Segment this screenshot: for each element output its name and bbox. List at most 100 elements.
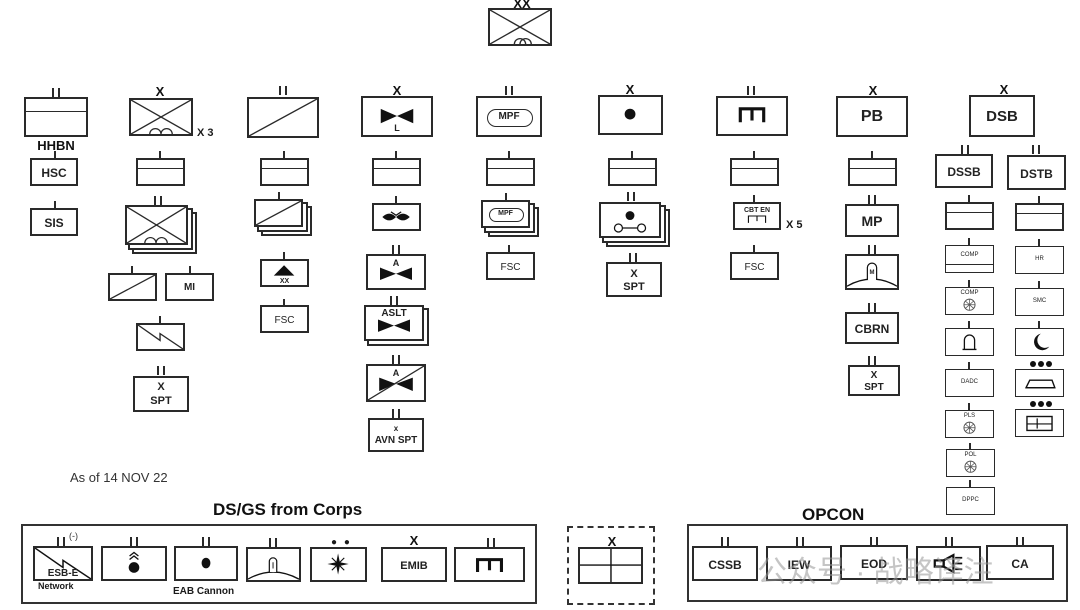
mpf-hhc-symbol[interactable]	[486, 158, 535, 186]
dadc-symbol[interactable]: DADC	[945, 369, 994, 397]
cav-troop-stack[interactable]	[254, 199, 303, 227]
psyop-symbol[interactable]	[916, 546, 981, 581]
cab-avn-spt-symbol[interactable]: x AVN SPT	[368, 418, 424, 452]
eod-label: EOD	[860, 557, 887, 571]
cbt-en-symbol[interactable]: CBT EN	[733, 202, 781, 230]
smc-symbol[interactable]: SMC	[1015, 288, 1064, 316]
sis-symbol[interactable]: SIS	[30, 208, 78, 236]
pb-hhc-symbol[interactable]	[848, 158, 897, 186]
finance-symbol[interactable]	[1015, 401, 1064, 437]
division-symbol[interactable]	[488, 8, 552, 46]
cbt-en-label: CBT EN	[743, 207, 771, 214]
engineer-hhc-symbol[interactable]	[730, 158, 779, 186]
hsc-symbol[interactable]: HSC	[30, 158, 78, 186]
dssb-symbol[interactable]: DSSB	[935, 154, 993, 188]
engineer-bde-symbol[interactable]	[716, 96, 788, 136]
div-arty-spt-symbol[interactable]: X SPT	[606, 262, 662, 297]
spa-bn-stack[interactable]	[599, 202, 661, 238]
cav-hht-symbol[interactable]	[260, 158, 309, 186]
opcon-frame	[687, 524, 1068, 602]
cab-uas-symbol[interactable]	[372, 203, 421, 231]
pls-symbol[interactable]: PLS	[945, 410, 994, 438]
cssb-symbol[interactable]: CSSB	[692, 546, 758, 581]
emib-symbol[interactable]: EMIB	[381, 547, 447, 582]
mpf-stack-label: MPF	[498, 210, 513, 217]
medical-symbol[interactable]	[1015, 328, 1064, 356]
mp-bn-symbol[interactable]: MP	[845, 204, 899, 237]
echelon-co	[968, 321, 970, 328]
echelon-co	[1038, 196, 1040, 203]
cav-fsc-symbol[interactable]: FSC	[260, 305, 309, 333]
opcon-title: OPCON	[802, 505, 865, 524]
dstb-label: DSTB	[1020, 167, 1053, 181]
cab-cav-symbol[interactable]: A	[366, 364, 426, 402]
dppc-symbol[interactable]: DPPC	[946, 487, 995, 515]
echelon-co	[508, 151, 510, 158]
mpf-symbol[interactable]: MPF	[476, 96, 542, 137]
esb-reduced-label: (-)	[69, 531, 78, 541]
abct-hhc-symbol[interactable]	[136, 158, 185, 186]
transport-symbol[interactable]	[1015, 361, 1064, 397]
sustainment-brigade-symbol[interactable]	[578, 547, 643, 584]
dppc-label: DPPC	[962, 497, 979, 503]
eod-eab-symbol[interactable]	[310, 547, 367, 582]
dstb-symbol[interactable]: DSTB	[1007, 155, 1066, 190]
eab-cannon-symbol[interactable]	[174, 546, 238, 581]
team-dots-icon	[1030, 401, 1052, 407]
watermark-text: 公众号 · 战略译注	[757, 556, 994, 589]
eab-cannon-label: EAB Cannon	[173, 586, 235, 597]
echelon-division: XX	[513, 0, 531, 11]
mi-eab-symbol[interactable]	[246, 547, 301, 582]
artillery-dot-icon	[201, 557, 211, 569]
cab-l-label: L	[394, 123, 400, 133]
abct-mi-symbol[interactable]: MI	[165, 273, 214, 301]
abct-signal-symbol[interactable]	[136, 323, 185, 351]
cab-symbol[interactable]: L	[361, 96, 433, 137]
echelon-co	[283, 151, 285, 158]
dssb-comp-wheel-symbol[interactable]: COMP	[945, 287, 994, 315]
esb-e-symbol[interactable]: ESB-E	[33, 546, 93, 581]
echelon-bn	[505, 86, 513, 95]
mpf-company-stack[interactable]: MPF	[481, 200, 530, 228]
armor-bn-stack[interactable]	[125, 205, 188, 245]
abct-spt-symbol[interactable]: X SPT	[133, 376, 189, 412]
pb-symbol[interactable]: PB	[836, 96, 908, 137]
cav-fa-symbol[interactable]: XX	[260, 259, 309, 287]
hhbn-symbol[interactable]	[24, 97, 88, 137]
finance-icon	[1026, 415, 1053, 432]
esb-network-label: Network	[38, 581, 74, 591]
hr-symbol[interactable]: HR	[1015, 246, 1064, 274]
abct-symbol[interactable]	[129, 98, 193, 136]
artillery-triangle-icon	[273, 265, 295, 276]
cab-hhc-symbol[interactable]	[372, 158, 421, 186]
echelon-bde: X	[868, 83, 878, 98]
comp-label: COMP	[960, 290, 979, 296]
ca-symbol[interactable]: CA	[986, 545, 1054, 580]
dssb-comp-symbol[interactable]: COMP	[945, 245, 994, 273]
engineer-eab-symbol[interactable]	[454, 547, 525, 582]
dssb-hhc-symbol[interactable]	[945, 202, 994, 230]
iew-symbol[interactable]: IEW	[766, 546, 832, 581]
abct-cav-symbol[interactable]	[108, 273, 157, 301]
cav-squadron-symbol[interactable]	[247, 97, 319, 138]
mi-bn-symbol[interactable]: M	[845, 254, 899, 290]
cab-assault-stack[interactable]: ASLT	[364, 305, 424, 341]
smc-label: SMC	[1032, 298, 1047, 304]
cab-attack-symbol[interactable]: A	[366, 254, 426, 290]
air-defense-symbol[interactable]	[101, 546, 167, 581]
dstb-hhc-symbol[interactable]	[1015, 203, 1064, 231]
echelon-bde: X	[409, 533, 419, 548]
esb-label: ESB-E	[47, 568, 79, 579]
echelon-co	[753, 151, 755, 158]
dssb-maint-symbol[interactable]	[945, 328, 994, 356]
dsb-symbol[interactable]: DSB	[969, 95, 1035, 137]
cbrn-bn-symbol[interactable]: CBRN	[845, 312, 899, 344]
engineer-fsc-symbol[interactable]: FSC	[730, 252, 779, 280]
pb-spt-symbol[interactable]: X SPT	[848, 365, 900, 396]
eod-symbol[interactable]: EOD	[840, 545, 908, 580]
div-arty-hhb-symbol[interactable]	[608, 158, 657, 186]
pol-symbol[interactable]: POL	[946, 449, 995, 477]
mpf-fsc-symbol[interactable]: FSC	[486, 252, 535, 280]
echelon-bn	[279, 86, 287, 95]
div-arty-symbol[interactable]	[598, 95, 663, 135]
